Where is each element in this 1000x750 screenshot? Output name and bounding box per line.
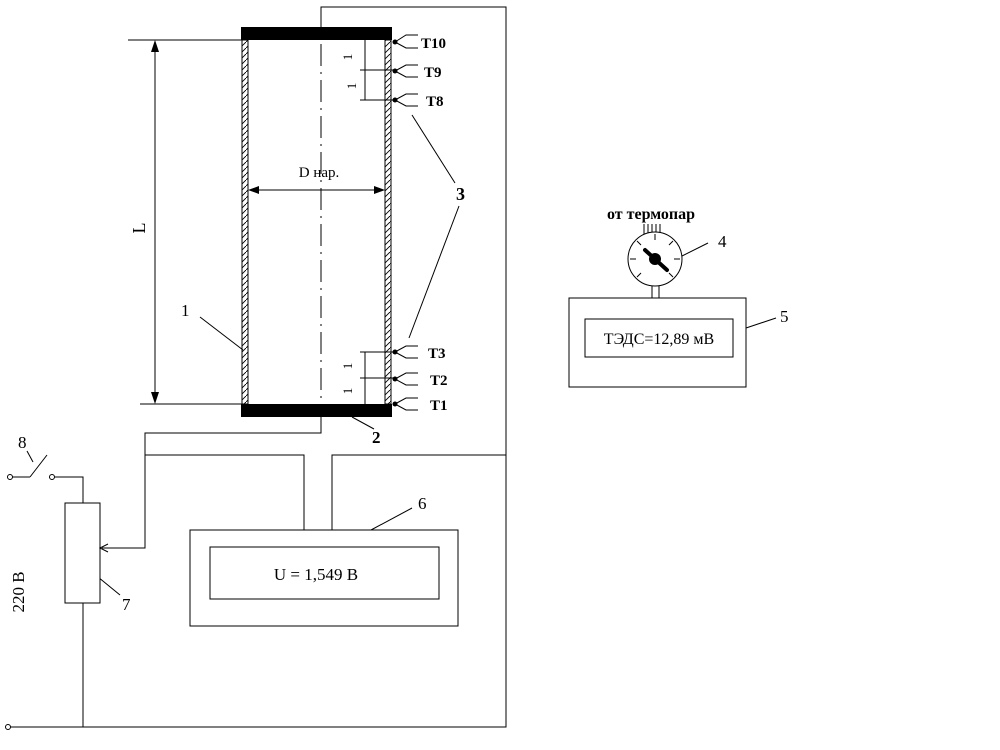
callout-4: 4 (718, 232, 727, 251)
dim-arrow-up (151, 40, 159, 52)
tc-label-t3: Т3 (428, 346, 446, 362)
length-label: L (129, 223, 149, 234)
tc-label-t10: Т10 (421, 36, 446, 52)
thermocouples-source-label: от термопар (607, 206, 695, 223)
callout-3: 3 (456, 184, 465, 204)
supply-terminal-bottom (5, 724, 11, 730)
selector-tick-3 (668, 240, 674, 246)
pitch-label-2: 1 (344, 83, 359, 90)
rheostat-wiper (98, 543, 109, 553)
tc-lead-t10 (394, 34, 418, 49)
pitch-label-1: 1 (340, 54, 355, 61)
leader-8 (26, 450, 34, 463)
switch-terminal-left (7, 474, 13, 480)
wire-voltmeter-left (145, 454, 305, 530)
selector-tick-2 (636, 240, 642, 246)
switch-contact (49, 474, 55, 480)
pitch-label-4: 1 (340, 388, 355, 395)
selector-tick-7 (668, 272, 674, 278)
dim-arrow-right (374, 186, 385, 194)
tc-label-t1: Т1 (430, 398, 448, 414)
tc-junction-t9 (392, 68, 398, 74)
tc-label-t2: Т2 (430, 373, 448, 389)
leader-4 (681, 242, 709, 257)
leader-7 (97, 576, 121, 596)
callout-5: 5 (780, 307, 789, 326)
selector-hub (649, 253, 661, 265)
tc-lead-t3 (394, 345, 418, 359)
callout-7: 7 (122, 595, 131, 614)
callout-8: 8 (18, 433, 27, 452)
tc-label-t9: Т9 (424, 65, 442, 81)
wire-switch (55, 476, 84, 503)
tc-lead-t1 (394, 397, 418, 411)
switch-blade (29, 454, 48, 478)
leader-6 (370, 507, 413, 531)
tc-lead-t2 (394, 372, 418, 386)
voltmeter-display (209, 546, 440, 600)
tc-junction-t2 (392, 376, 398, 382)
diameter-label: D нар. (299, 165, 340, 181)
millivoltmeter-display (584, 318, 734, 358)
leader-5 (745, 317, 777, 329)
rheostat-body (64, 502, 101, 604)
callout-2: 2 (372, 428, 381, 447)
selector-tick-6 (636, 272, 642, 278)
tc-label-t8: Т8 (426, 94, 444, 110)
leader-2 (351, 416, 375, 430)
bottom-end-cap (241, 404, 392, 417)
tc-junction-t8 (392, 97, 398, 103)
tc-lead-t8 (394, 93, 418, 107)
callout-6: 6 (418, 494, 427, 513)
leader-3b (408, 205, 460, 339)
tc-junction-t10 (392, 39, 398, 45)
dim-arrow-left (248, 186, 259, 194)
voltmeter-reading: U = 1,549 В (274, 565, 358, 584)
millivoltmeter-reading: ТЭДС=12,89 мВ (604, 331, 714, 348)
supply-voltage-label: 220 В (9, 571, 28, 612)
pitch-label-3: 1 (340, 363, 355, 370)
tube-right-wall (384, 39, 392, 405)
tc-junction-t3 (392, 349, 398, 355)
dim-arrow-down (151, 392, 159, 404)
frame-wire (8, 6, 507, 728)
wire-voltmeter-right (331, 454, 506, 530)
callout-1: 1 (181, 301, 190, 320)
leader-3a (411, 114, 456, 184)
tc-lead-t9 (394, 64, 418, 78)
wire-bottom-cap (102, 417, 322, 549)
leader-1 (199, 316, 244, 351)
tc-junction-t1 (392, 401, 398, 407)
top-end-cap (241, 27, 392, 40)
